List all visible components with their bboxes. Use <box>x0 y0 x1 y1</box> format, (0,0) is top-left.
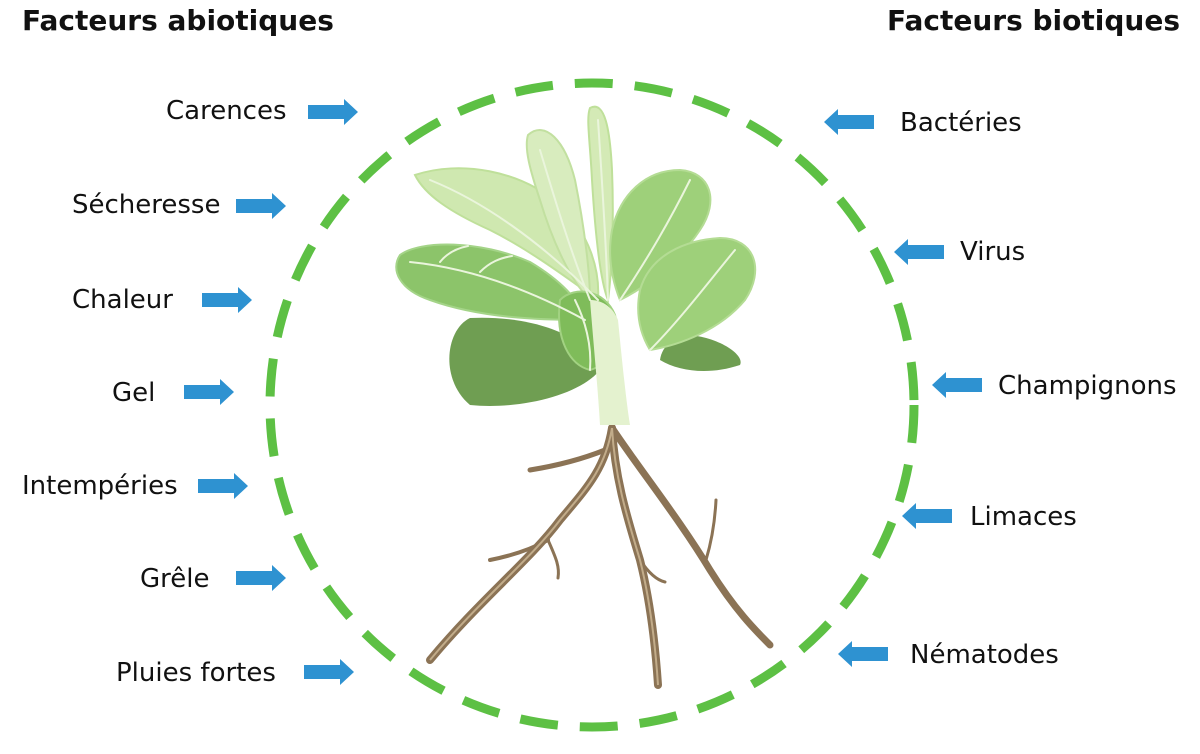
abiotic-factor-label: Intempéries <box>22 471 178 501</box>
arrow-right-icon <box>202 287 252 313</box>
arrow-left-icon <box>932 372 982 398</box>
abiotic-factor-label: Gel <box>112 378 156 408</box>
abiotic-factor-label: Pluies fortes <box>116 658 276 688</box>
abiotic-factors-heading: Facteurs abiotiques <box>22 4 334 37</box>
leaf-veins <box>409 119 736 371</box>
biotic-factor-label: Champignons <box>998 371 1177 401</box>
arrow-right-icon <box>236 565 286 591</box>
abiotic-factor-label: Sécheresse <box>72 190 221 220</box>
biotic-factor-label: Virus <box>960 237 1026 267</box>
biotic-factors-heading: Facteurs biotiques <box>886 4 1180 37</box>
arrow-left-icon <box>838 641 888 667</box>
arrow-right-icon <box>198 473 248 499</box>
arrow-left-icon <box>902 503 952 529</box>
abiotic-factor-label: Chaleur <box>72 285 173 315</box>
abiotic-factor-label: Grêle <box>140 564 210 594</box>
biotic-factor-label: Limaces <box>970 502 1077 532</box>
arrow-right-icon <box>236 193 286 219</box>
boundary-dashed-circle <box>265 78 919 732</box>
arrow-right-icon <box>304 659 354 685</box>
abiotic-arrows <box>184 99 358 685</box>
biotic-factor-label: Nématodes <box>910 640 1059 670</box>
biotic-arrows <box>824 109 982 667</box>
arrow-right-icon <box>184 379 234 405</box>
arrow-left-icon <box>824 109 874 135</box>
arrow-right-icon <box>308 99 358 125</box>
arrow-left-icon <box>894 239 944 265</box>
leaves <box>395 105 757 425</box>
abiotic-factor-label: Carences <box>166 96 287 126</box>
biotic-factor-label: Bactéries <box>900 108 1022 138</box>
